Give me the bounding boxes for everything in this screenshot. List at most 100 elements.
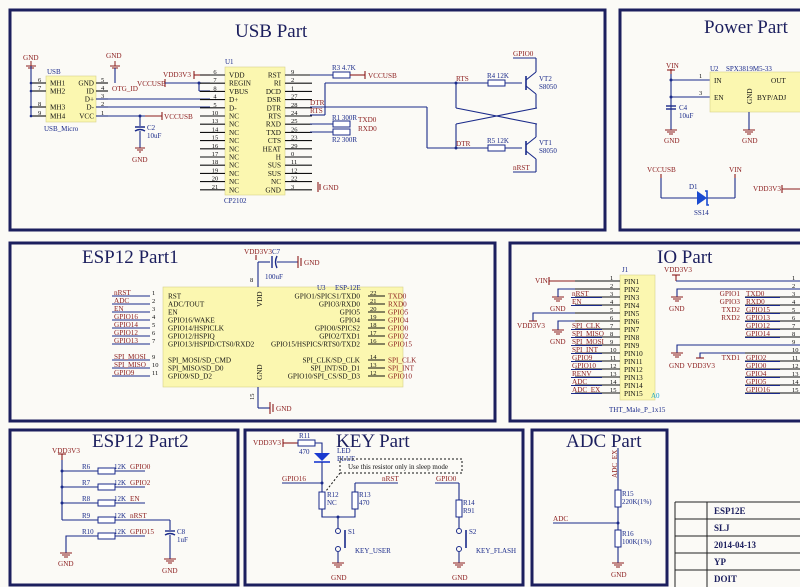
title-block-cell: DOIT: [714, 574, 737, 584]
pin-number: 6: [610, 315, 614, 322]
pin-number: 1: [610, 275, 613, 282]
otg-id-label: OTG_ID: [112, 85, 138, 93]
svg-text:EN: EN: [714, 94, 724, 102]
usb-connector-ref: USB: [47, 68, 61, 76]
pin-number: 13: [792, 371, 799, 378]
net-label: GPIO10: [388, 373, 412, 381]
pin-name: GPIO0/SPICS2: [315, 325, 361, 333]
pin-name: ADC/TOUT: [168, 301, 205, 309]
pin-name: GPIO15/HSPICS/RTS0/TXD2: [271, 341, 360, 349]
gnd-symbol: GND: [742, 129, 758, 145]
gnd-symbol: GND: [669, 296, 685, 313]
pin-name: GPIO4: [340, 317, 361, 325]
pin-number: 28: [291, 102, 298, 109]
c2-ref: C2: [147, 124, 156, 132]
net-label: GPIO14: [114, 321, 138, 329]
pin-number: 3: [291, 184, 294, 191]
usb-part-title: USB Part: [235, 21, 308, 42]
pin-number: 8: [792, 331, 795, 338]
net-label: SPI_CLK: [572, 322, 601, 330]
svg-text:U2: U2: [710, 65, 719, 73]
pin-number: 12: [291, 167, 298, 174]
pin-number: 7: [152, 338, 156, 345]
pin-number: 9: [291, 69, 294, 76]
svg-text:VDD3V3: VDD3V3: [664, 266, 692, 274]
pin-number: 22: [370, 290, 377, 297]
pin-name: SPI_CLK/SD_CLK: [302, 357, 360, 365]
key-flash-label: KEY_FLASH: [476, 547, 516, 555]
pin-name: GPIO13/HSPID/CTS0/RXD2: [168, 341, 255, 349]
pin-number: 15: [792, 387, 799, 394]
net-label: SPI_MISO: [114, 361, 146, 369]
svg-text:GND: GND: [256, 364, 264, 380]
net-label: nRST: [572, 290, 589, 298]
svg-text:1uF: 1uF: [177, 536, 188, 544]
key-part-title: KEY Part: [336, 431, 410, 452]
net-label: GPIO5: [388, 309, 409, 317]
svg-text:3: 3: [699, 90, 702, 97]
pin-number: 8: [213, 85, 216, 92]
pin-name: SUS: [268, 170, 281, 178]
pin-number: 9: [610, 339, 613, 346]
pin-number: 9: [38, 110, 41, 117]
pin-name: PIN5: [624, 310, 640, 318]
adc-part-title: ADC Part: [566, 431, 642, 452]
svg-text:220K(1%): 220K(1%): [622, 498, 652, 506]
net-label: GPIO2: [746, 354, 767, 362]
pin-number: 17: [212, 151, 219, 158]
svg-text:C7: C7: [272, 248, 281, 256]
pin-name: ID: [86, 88, 94, 96]
svg-text:A0: A0: [651, 392, 660, 400]
svg-text:nRST: nRST: [382, 475, 399, 483]
svg-text:R12: R12: [327, 491, 339, 499]
pin-name: DSR: [267, 96, 281, 104]
pin-number: 18: [370, 322, 377, 329]
svg-text:GPIO0: GPIO0: [513, 50, 534, 58]
pin-number: 9: [792, 339, 795, 346]
led-icon: [314, 453, 330, 461]
svg-text:GND: GND: [58, 560, 74, 568]
net-label: GPIO9: [572, 354, 593, 362]
net-label: GPIO15: [130, 528, 154, 536]
net-label: EN: [114, 305, 124, 313]
net-label: GPIO2: [388, 333, 409, 341]
svg-text:SPX3819M5-33: SPX3819M5-33: [726, 65, 772, 73]
pin-name: D-: [86, 104, 94, 112]
pin-number: 12: [370, 370, 377, 377]
pin-number: 4: [101, 85, 105, 92]
resistor-value: 12K: [114, 528, 126, 536]
r2-label: R2 300R: [332, 136, 357, 144]
resistor-ref: R8: [82, 495, 91, 503]
pin-number: 25: [291, 118, 298, 125]
pin-number: 5: [152, 322, 155, 329]
svg-text:NC: NC: [327, 499, 337, 507]
r5-label: R5 12K: [487, 137, 509, 145]
pin-name: GPIO1/SPICS1/TXD0: [295, 293, 361, 301]
svg-text:VDD3V3: VDD3V3: [687, 362, 715, 370]
svg-text:GND: GND: [106, 52, 122, 60]
svg-text:R14: R14: [463, 499, 475, 507]
key-part: VDD3V3 R11 470 LED BLUE Use this resisto…: [253, 432, 516, 582]
pin-name: HEAT: [263, 145, 282, 153]
svg-text:GND: GND: [323, 184, 339, 192]
net-label: GPIO12: [114, 329, 138, 337]
svg-text:TXD0: TXD0: [358, 116, 377, 124]
pin-number: 11: [610, 355, 616, 362]
pin-name: PIN4: [624, 302, 640, 310]
r4-label: R4 12K: [487, 72, 509, 80]
net-label: TXD0: [388, 293, 407, 301]
svg-text:GND: GND: [331, 574, 347, 582]
svg-text:C4: C4: [679, 104, 688, 112]
svg-text:OUT: OUT: [771, 77, 786, 85]
pin-name: PIN13: [624, 374, 643, 382]
spx3819-chip: [709, 71, 800, 113]
gnd-symbol: GND: [550, 289, 566, 313]
pin-number: 12: [792, 363, 799, 370]
pin-name: NC: [229, 137, 239, 145]
svg-text:GND: GND: [452, 574, 468, 582]
svg-text:10uF: 10uF: [679, 112, 694, 120]
